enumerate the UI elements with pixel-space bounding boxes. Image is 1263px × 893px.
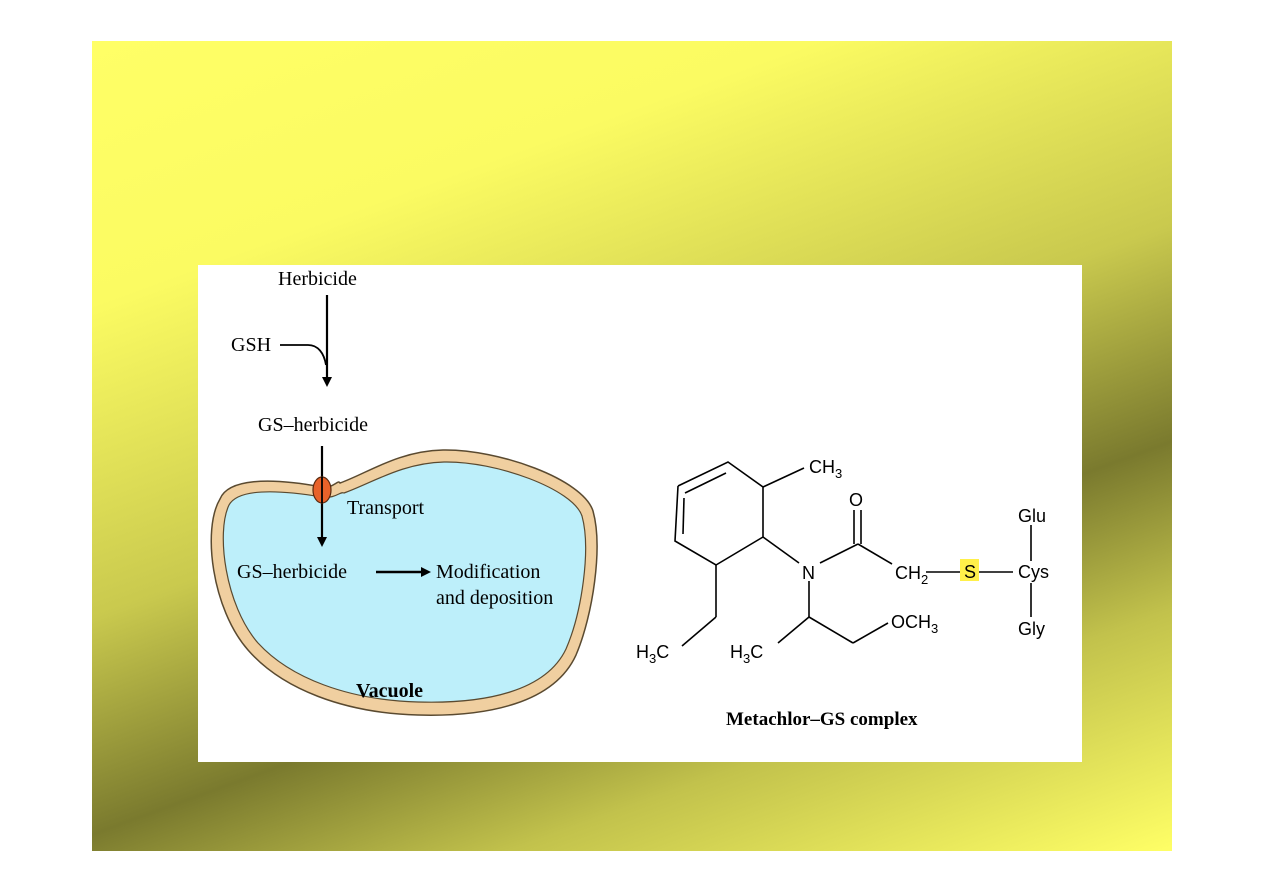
ch2-label: CH2 — [895, 563, 928, 587]
bond-ch2-och3 — [852, 622, 889, 644]
sulfur-label: S — [964, 562, 976, 582]
pathway-diagram: Herbicide GSH GS–herbicide Transport GS–… — [210, 268, 598, 716]
ring-double-bond-left — [682, 497, 685, 535]
h3c-mid-h: H — [730, 642, 743, 662]
ch2-main: CH — [895, 563, 921, 583]
molecule-caption: Metachlor–GS complex — [726, 709, 918, 730]
h3c-left-c: C — [656, 642, 669, 662]
cys-label: Cys — [1018, 562, 1049, 582]
gsh-label: GSH — [231, 334, 271, 356]
bond-n-carbonyl — [819, 543, 859, 564]
transport-label: Transport — [347, 497, 424, 519]
h3c-mid-sub: 3 — [743, 651, 750, 666]
ch3-top-sub: 3 — [835, 466, 842, 481]
bond-ch-methyl — [777, 616, 810, 644]
modification-label-line1: Modification — [436, 561, 540, 583]
sulfur-highlight — [960, 559, 979, 581]
h3c-left-h: H — [636, 642, 649, 662]
ch2-sub: 2 — [921, 572, 928, 587]
ring-double-bond-top — [684, 472, 727, 494]
h3c-left-label: H3C — [636, 642, 669, 666]
nitrogen-label: N — [802, 563, 815, 583]
ch3-top-main: CH — [809, 457, 835, 477]
och3-sub: 3 — [931, 621, 938, 636]
herbicide-label: Herbicide — [278, 268, 357, 290]
figure-svg: Herbicide GSH GS–herbicide Transport GS–… — [210, 268, 1049, 730]
ch3-top-label: CH3 — [809, 457, 842, 481]
vacuole-label: Vacuole — [356, 680, 423, 702]
bond-ring-ch3 — [762, 467, 805, 488]
och3-main: OCH — [891, 612, 931, 632]
molecule-labels: CH3 O N CH2 S Glu Cys Gly OCH3 H3C H3C — [636, 457, 1049, 666]
vacuole-lumen — [222, 461, 587, 703]
h3c-left-sub: 3 — [649, 651, 656, 666]
modification-label-line2: and deposition — [436, 587, 553, 609]
h3c-mid-c: C — [750, 642, 763, 662]
gs-herbicide-top-label: GS–herbicide — [258, 414, 368, 436]
oxygen-label: O — [849, 490, 863, 510]
bond-ch-ch2 — [808, 616, 854, 644]
gly-label: Gly — [1018, 619, 1045, 639]
h3c-mid-label: H3C — [730, 642, 763, 666]
gsh-curve — [280, 344, 327, 366]
glu-label: Glu — [1018, 506, 1046, 526]
metachlor-gs-structure — [674, 461, 1032, 647]
bond-carbonyl-ch2 — [857, 543, 893, 565]
gs-herbicide-inner-label: GS–herbicide — [237, 561, 347, 583]
figure-panel: Herbicide GSH GS–herbicide Transport GS–… — [198, 265, 1082, 762]
ring-bonds — [674, 461, 764, 566]
och3-label: OCH3 — [891, 612, 938, 636]
bond-ring-n — [762, 536, 800, 564]
bond-ethyl-2 — [681, 616, 717, 647]
